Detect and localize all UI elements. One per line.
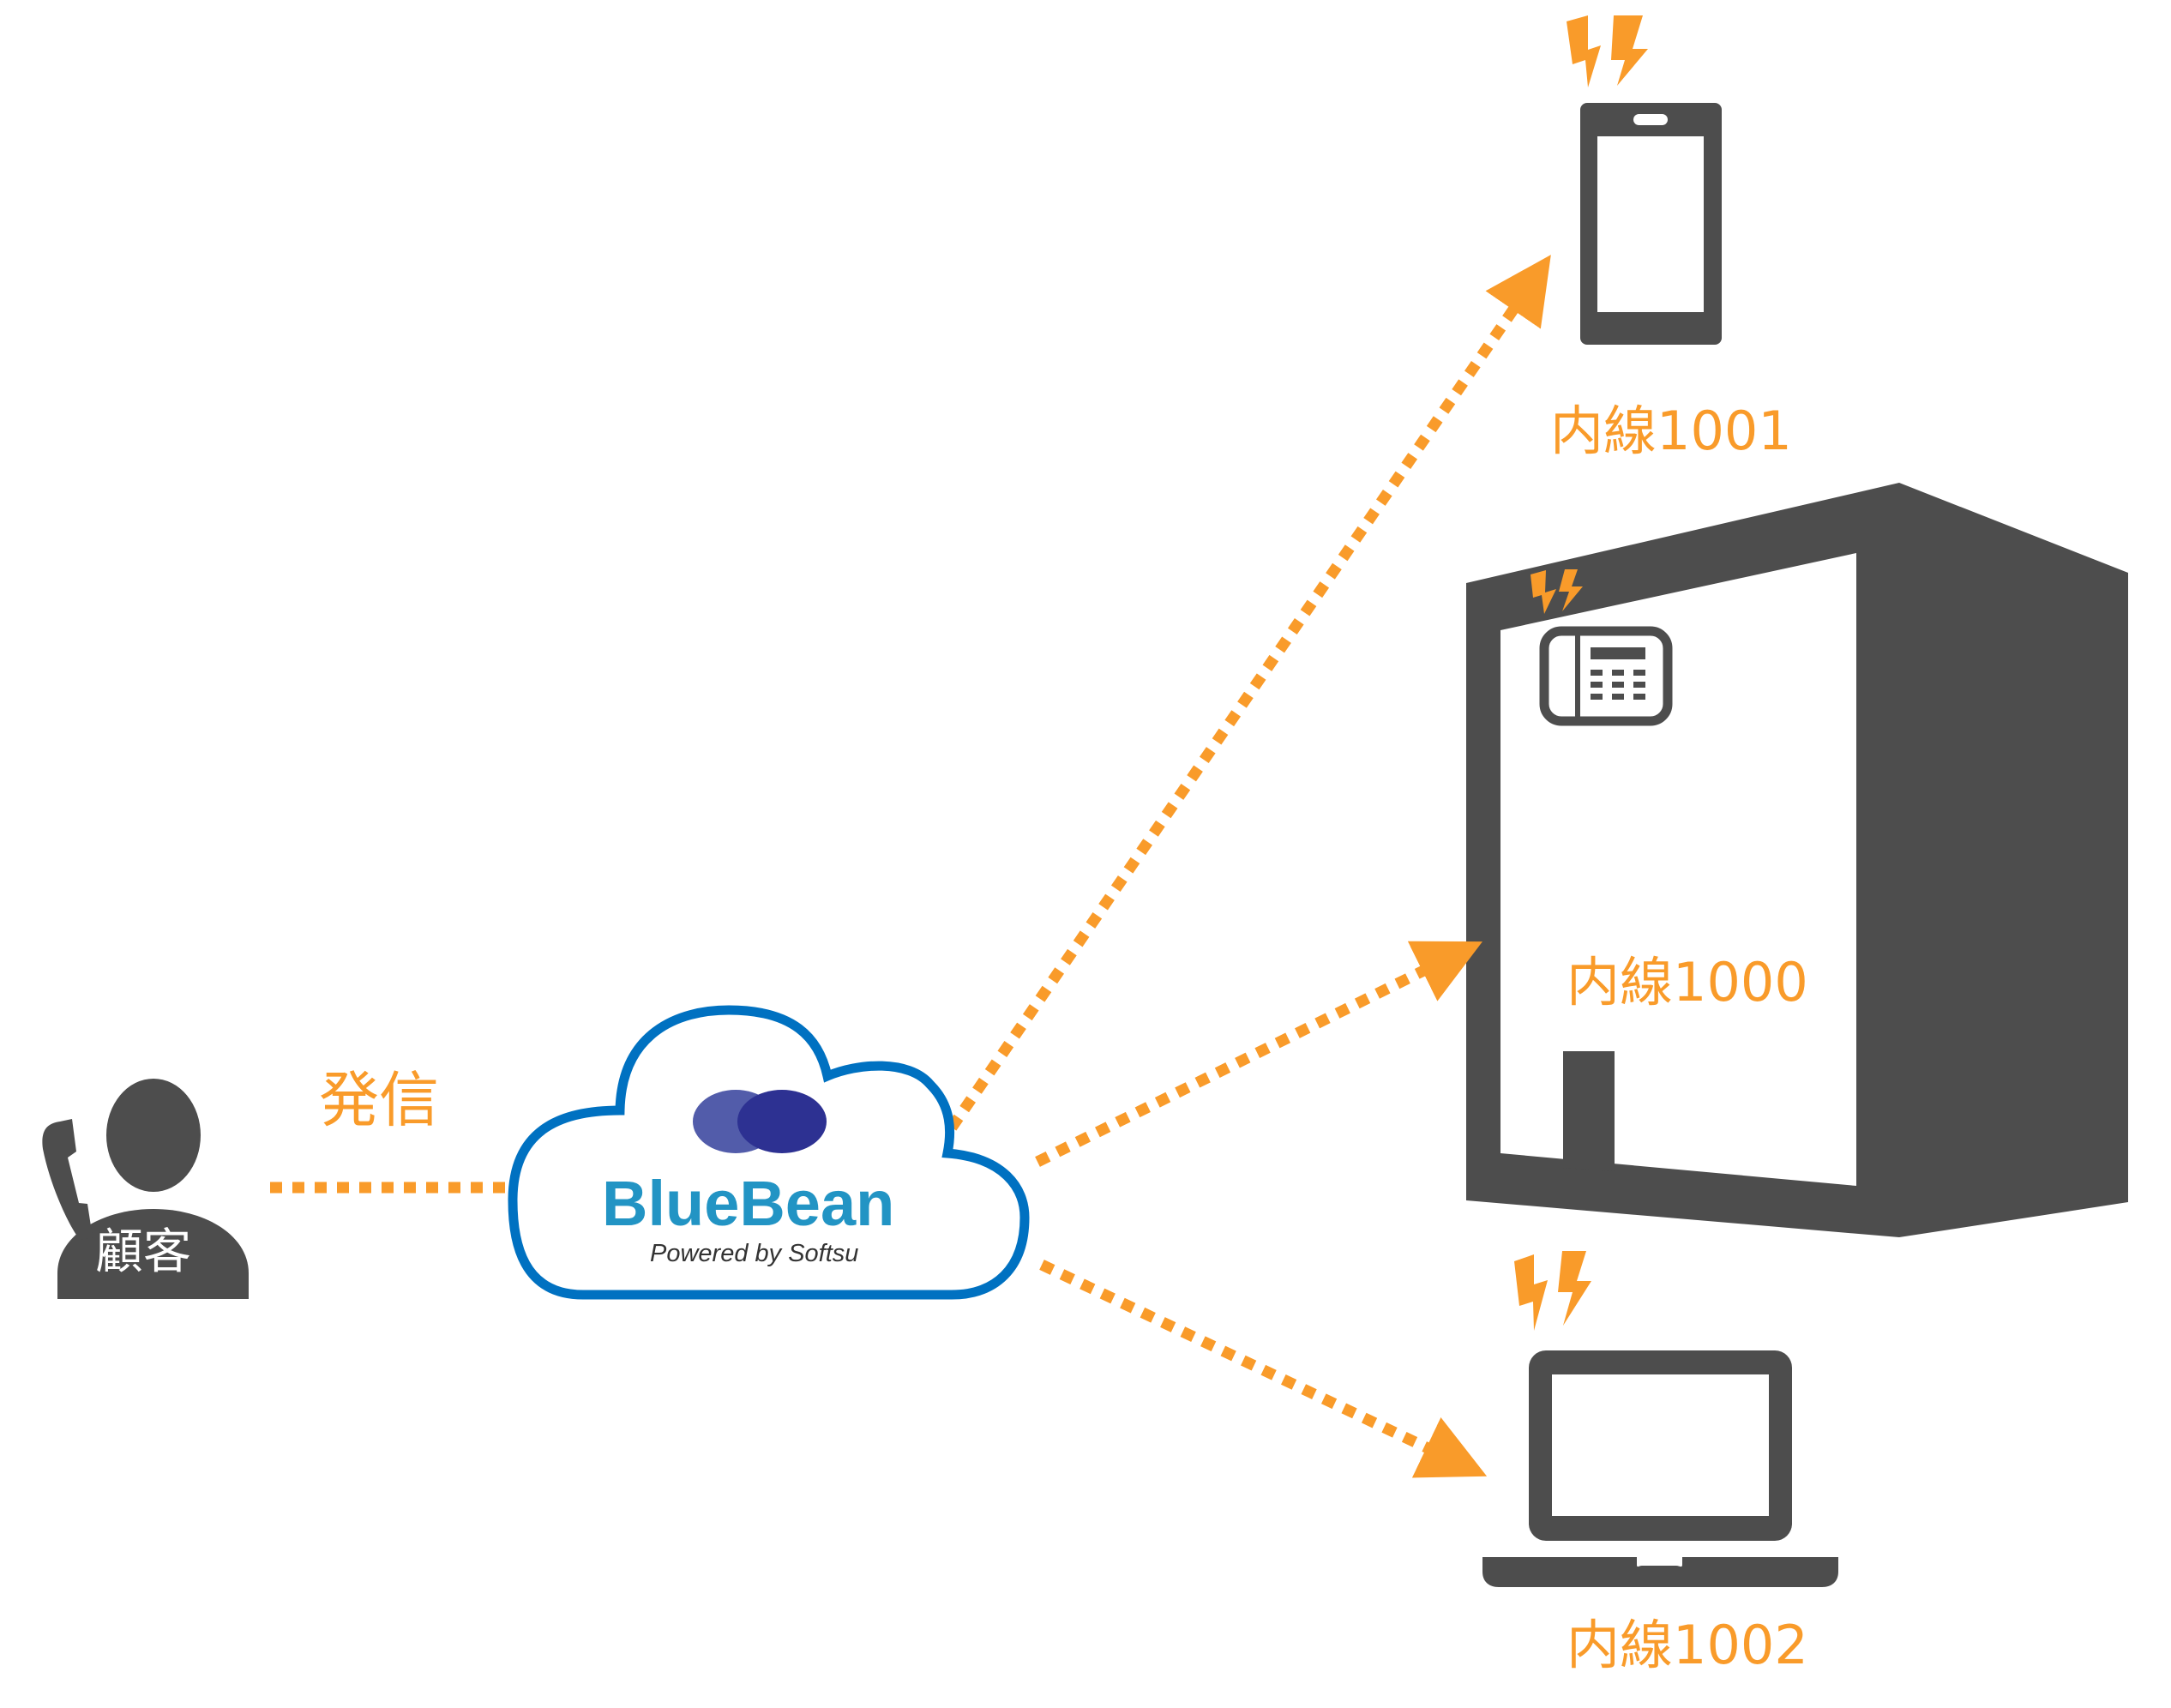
ringing-lightning-icon-1000 [1531, 569, 1583, 614]
call-label: 発信 [319, 1065, 439, 1135]
person-with-phone-icon [42, 1079, 249, 1299]
route-line-to-1001 [947, 255, 1551, 1131]
bean-dark [737, 1090, 827, 1153]
customer-label: 顧客 [95, 1224, 191, 1280]
route-line-to-1002 [1039, 1260, 1488, 1478]
handset-icon [42, 1119, 93, 1240]
desk-phone-icon [1539, 626, 1673, 726]
smartphone-icon [1580, 103, 1722, 345]
cloud-icon [508, 1005, 1030, 1300]
extension-label-1001: 内線1001 [1550, 400, 1792, 462]
brand-tagline: Powered by Softsu [650, 1240, 859, 1267]
laptop-icon [1482, 1350, 1838, 1587]
ringing-lightning-icon-1002 [1514, 1251, 1591, 1331]
ringing-lightning-icon-1001 [1567, 15, 1648, 87]
extension-label-1000: 内線1000 [1567, 951, 1808, 1013]
office-building-icon [1466, 483, 2128, 1237]
route-line-to-1000 [1035, 941, 1482, 1167]
extension-label-1002: 内線1002 [1567, 1614, 1808, 1676]
brand-name: BlueBean [602, 1168, 895, 1239]
